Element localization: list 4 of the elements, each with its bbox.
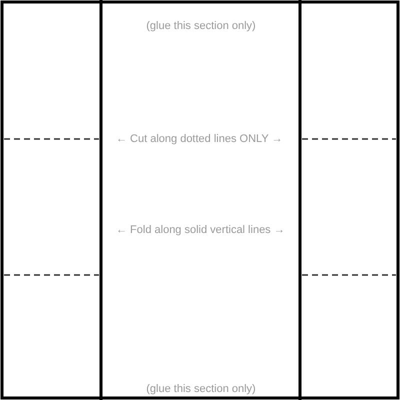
instruction-note: (glue this section only) xyxy=(145,19,257,33)
instruction-note: ← Cut along dotted lines ONLY → xyxy=(116,132,283,146)
instruction-note: (glue this section only) xyxy=(145,382,257,396)
instruction-note: ← Fold along solid vertical lines → xyxy=(116,223,285,237)
